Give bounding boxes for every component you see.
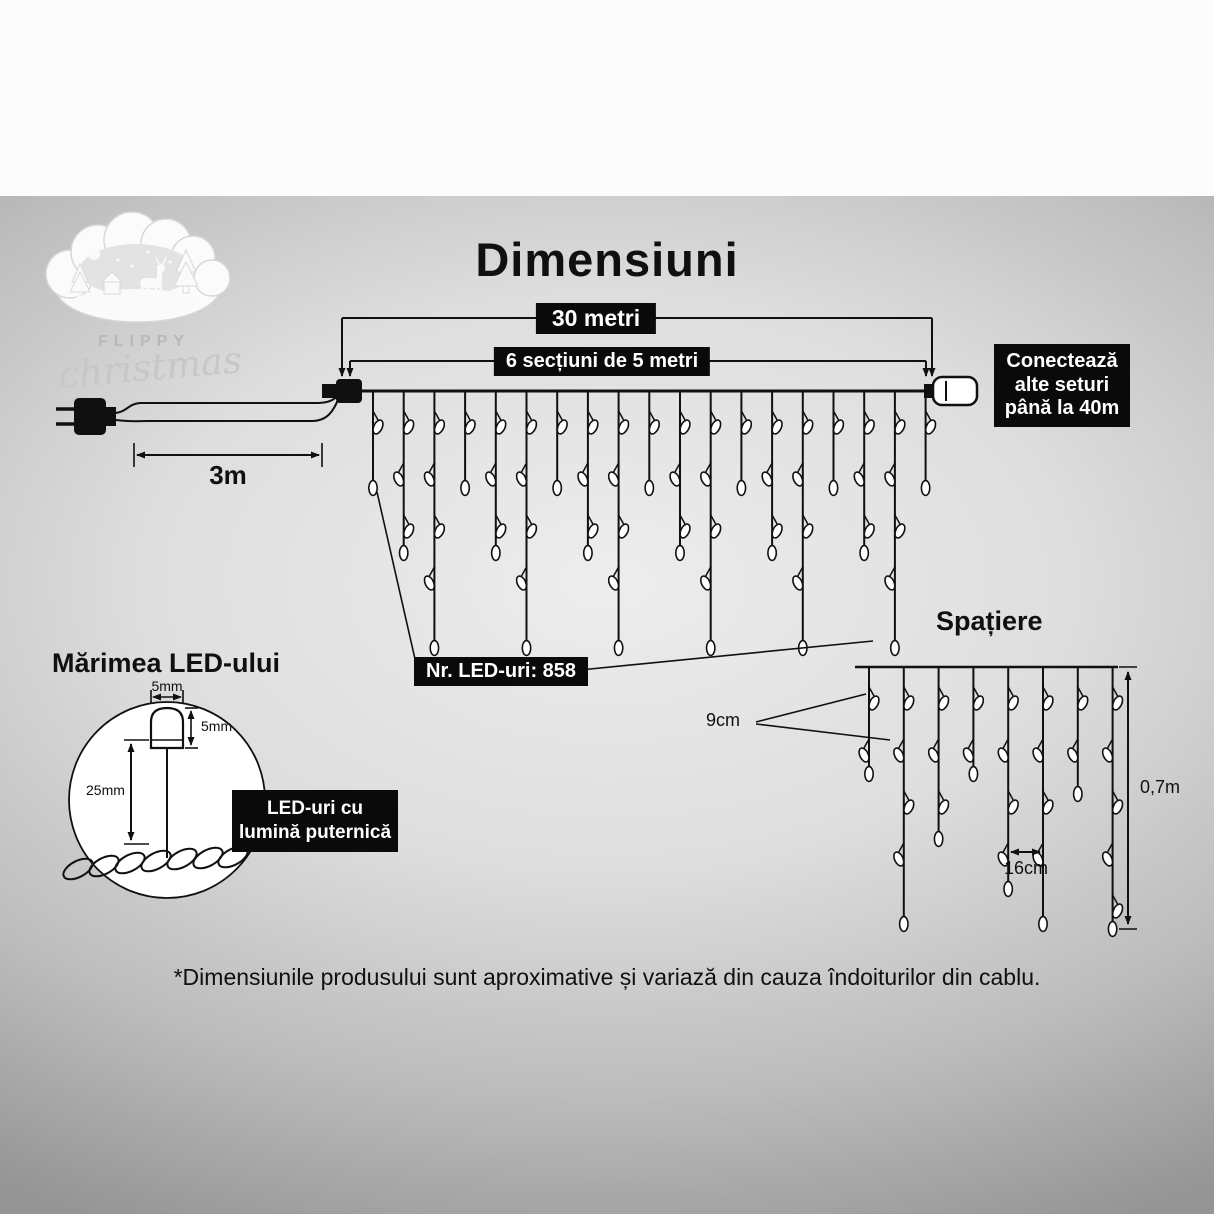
spacing-curtain (858, 667, 1124, 938)
led-size-heading: Mărimea LED-ului (52, 648, 281, 678)
page-title: Dimensiuni (475, 233, 739, 286)
footnote: *Dimensiunile produsului sunt aproximati… (173, 964, 1041, 990)
drop-length-label: 0,7m (1140, 777, 1181, 797)
led-bulb-shape (149, 706, 185, 750)
logo-house-icon (100, 271, 124, 295)
logo-tree-icon (173, 248, 199, 294)
sections-label: 6 secțiuni de 5 metri (493, 347, 711, 376)
flippy-christmas-logo (45, 211, 231, 323)
led-note-label: LED-uri cu lumină puternică (232, 790, 398, 852)
power-plug-icon (56, 390, 342, 435)
logo-brand-text: FLIPPY (98, 333, 191, 350)
bulb-spacing-label: 9cm (706, 710, 741, 730)
led-count-leaders (376, 491, 874, 672)
bulb-spacing-leaders (755, 693, 891, 741)
led-width-label: 5mm (151, 678, 183, 694)
logo-moon-icon (88, 248, 100, 260)
spacing-heading: Spațiere (936, 606, 1043, 636)
lead-length-arrow (133, 443, 323, 467)
lead-length-label: 3m (209, 460, 247, 490)
total-length-label: 30 metri (535, 303, 657, 334)
logo-snow-ground (72, 289, 200, 315)
icicle-curtain (367, 391, 937, 657)
led-size-diagram (62, 690, 266, 899)
left-connector (322, 379, 362, 403)
drop-spacing-label: 16cm (1003, 858, 1048, 878)
led-count-label: Nr. LED-uri: 858 (414, 657, 589, 686)
logo-deer-icon (140, 256, 167, 296)
drop-length-arrow (1119, 666, 1137, 930)
led-length-label: 25mm (86, 782, 125, 798)
logo-tree-small-icon (69, 262, 91, 293)
connect-note-label: Conectează alte seturi până la 40m (994, 344, 1130, 427)
led-height-label: 5mm (201, 718, 233, 734)
right-connector (924, 375, 979, 407)
